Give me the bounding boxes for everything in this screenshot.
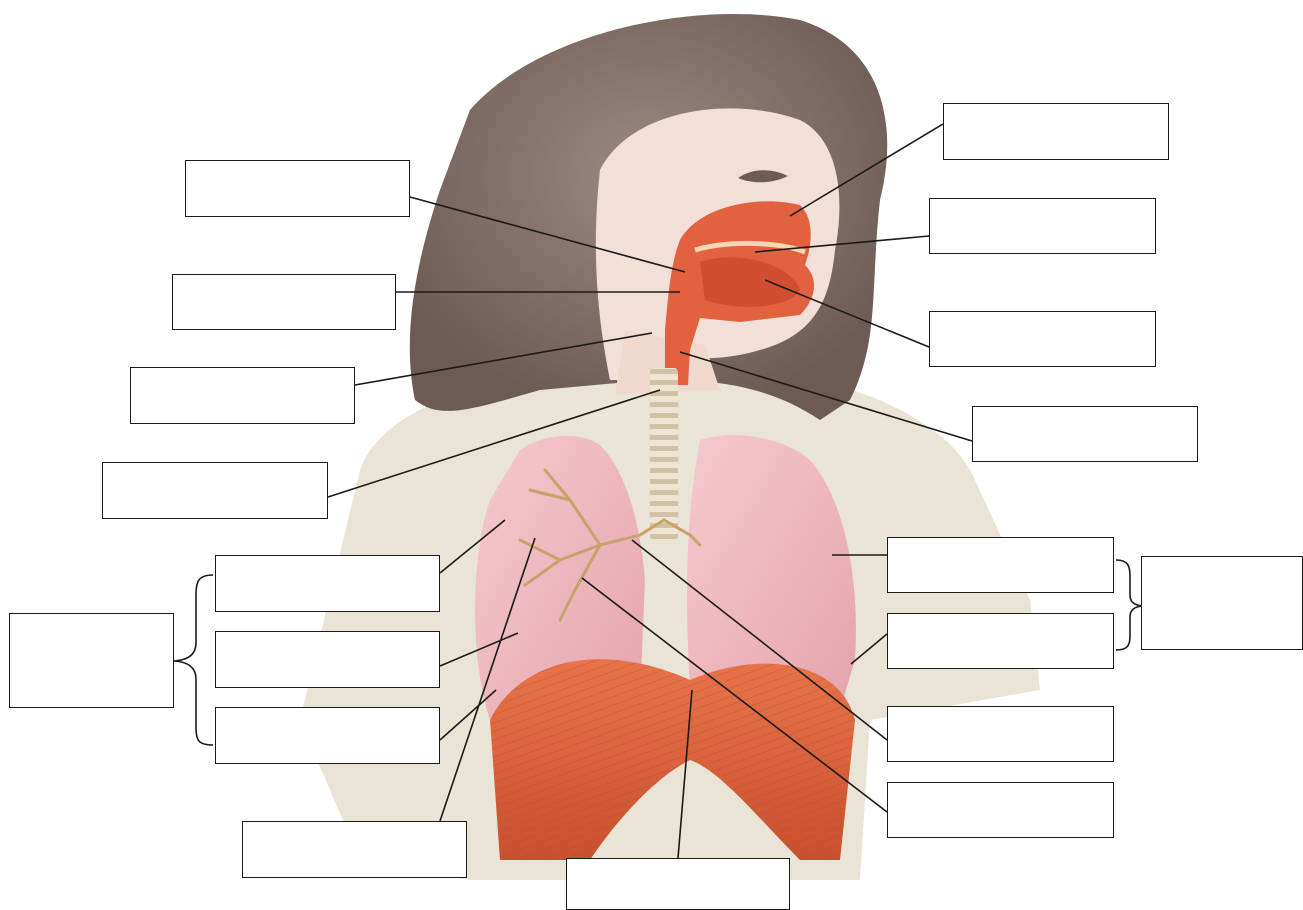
right-lung-brace: [174, 575, 213, 745]
label-text: [216, 632, 439, 640]
label-text: [888, 707, 1113, 715]
label-text: [216, 556, 439, 564]
label-box-larynx[interactable]: [972, 406, 1198, 462]
label-box-right-lung-group[interactable]: [9, 613, 174, 708]
label-box-palate[interactable]: [929, 198, 1156, 254]
label-text: [888, 614, 1113, 622]
label-box-bronchiole[interactable]: [242, 821, 467, 878]
label-text: [243, 822, 466, 830]
label-text: [944, 104, 1168, 112]
label-box-epiglottis[interactable]: [130, 367, 355, 424]
label-text: [567, 859, 789, 867]
label-box-secondary-bronchus[interactable]: [887, 782, 1114, 838]
label-text: [131, 368, 354, 376]
label-box-nasopharynx[interactable]: [172, 274, 396, 330]
label-box-right-superior-lobe[interactable]: [215, 555, 440, 612]
label-text: [973, 407, 1197, 415]
label-text: [930, 312, 1155, 320]
label-box-nasal-cavity[interactable]: [943, 103, 1169, 160]
left-lung-brace: [1116, 560, 1142, 650]
trachea-tube: [650, 368, 678, 540]
label-text: [173, 275, 395, 283]
label-box-left-inferior-lobe[interactable]: [887, 613, 1114, 669]
label-box-right-middle-lobe[interactable]: [215, 631, 440, 688]
label-text: [888, 538, 1113, 546]
label-box-diaphragm[interactable]: [566, 858, 790, 910]
label-text: [930, 199, 1155, 207]
label-box-left-lung-group[interactable]: [1141, 556, 1303, 650]
label-box-trachea[interactable]: [102, 462, 328, 519]
label-text: [888, 783, 1113, 791]
label-box-pharynx[interactable]: [185, 160, 410, 217]
label-box-oral-cavity[interactable]: [929, 311, 1156, 367]
label-text: [10, 614, 173, 622]
label-text: [216, 708, 439, 716]
label-text: [1142, 557, 1302, 565]
label-box-left-superior-lobe[interactable]: [887, 537, 1114, 593]
label-box-right-inferior-lobe[interactable]: [215, 707, 440, 764]
label-text: [186, 161, 409, 169]
label-box-main-bronchus[interactable]: [887, 706, 1114, 762]
label-text: [103, 463, 327, 471]
